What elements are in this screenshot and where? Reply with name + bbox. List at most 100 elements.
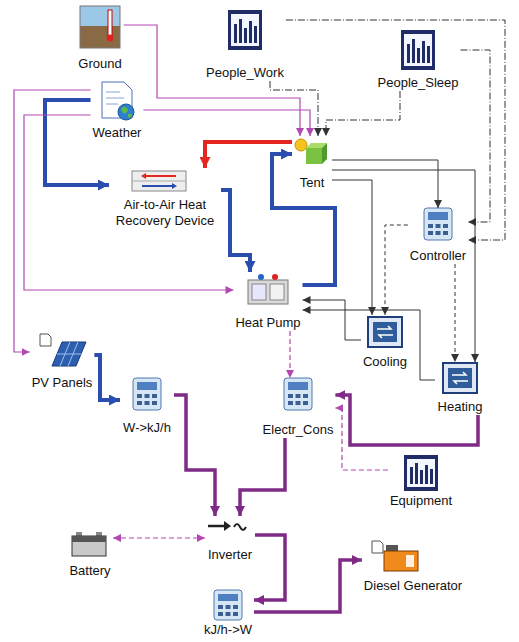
calculator-body xyxy=(424,208,452,240)
tent-icon xyxy=(295,139,327,164)
flow-connector xyxy=(326,91,400,136)
connection-ball xyxy=(295,139,307,151)
flow-connector xyxy=(286,20,505,240)
cooling-icon xyxy=(368,317,402,347)
battery-band xyxy=(72,536,106,542)
component-node: Air-to-Air Heat Recovery Device xyxy=(109,168,221,229)
calculator-keys xyxy=(218,605,238,616)
component-label: Inverter xyxy=(207,547,253,563)
heat-pump-icon xyxy=(248,274,288,304)
solar-panel xyxy=(52,342,86,366)
flow-connector xyxy=(270,81,318,136)
component-node: W->kJ/h xyxy=(120,378,174,436)
cold-port xyxy=(258,274,264,280)
component-node: Heat Pump xyxy=(233,272,302,331)
file-badge xyxy=(40,334,51,346)
calculator-icon xyxy=(284,378,312,410)
component-label: Cooling xyxy=(363,354,407,370)
exhaust-arrow-line xyxy=(146,175,176,177)
calculator-keys xyxy=(428,224,448,235)
flow-connector xyxy=(24,115,233,290)
battery-terminal xyxy=(96,532,102,536)
component-node: Controller xyxy=(408,208,468,264)
ground-icon xyxy=(80,6,120,48)
flow-connector xyxy=(289,331,290,378)
flow-connector xyxy=(332,170,475,362)
component-node: PV Panels xyxy=(30,340,95,391)
file-lines xyxy=(106,92,124,104)
pv-panel-icon xyxy=(40,334,86,366)
diesel-generator-icon xyxy=(372,541,418,571)
schedule-icon xyxy=(401,30,435,70)
supply-arrow-line xyxy=(142,185,172,187)
flow-connector xyxy=(14,90,91,352)
component-node: Battery xyxy=(67,530,113,579)
calculator-icon xyxy=(214,590,242,620)
flow-connector xyxy=(113,537,205,538)
conversion-arrow xyxy=(224,521,231,531)
unit-frame xyxy=(368,317,402,347)
schedule-bars xyxy=(410,463,433,484)
supply-arrow-head xyxy=(172,183,177,189)
flow-connector xyxy=(335,408,388,470)
icon-panel xyxy=(407,459,435,487)
flow-connector xyxy=(254,560,362,612)
component-label: Ground xyxy=(78,56,121,72)
exchange-arrows xyxy=(452,372,468,384)
flow-connector xyxy=(240,438,285,516)
flow-connector xyxy=(174,395,215,516)
flow-connector xyxy=(94,355,120,400)
battery-terminal xyxy=(76,532,82,536)
calculator-icon xyxy=(133,378,161,410)
component-node: Electr_Cons xyxy=(261,378,336,438)
battery-icon xyxy=(72,532,106,556)
schedule-icon xyxy=(228,10,262,50)
component-node: Diesel Generator xyxy=(362,544,464,594)
component-label: Battery xyxy=(69,563,111,579)
component-label: Controller xyxy=(410,248,466,264)
schedule-icon xyxy=(404,455,438,491)
exchanger-body xyxy=(132,171,186,191)
flow-connector xyxy=(205,142,292,168)
heating-icon xyxy=(443,363,477,393)
component-label: W->kJ/h xyxy=(122,420,172,436)
flow-connector xyxy=(272,154,335,285)
calculator-body xyxy=(284,378,312,410)
globe-land xyxy=(121,107,132,118)
calculator-screen xyxy=(137,382,157,390)
file-badge xyxy=(372,541,383,553)
component-label: Equipment xyxy=(390,493,452,509)
icon-frame xyxy=(404,455,438,491)
calculator-screen xyxy=(428,212,448,220)
heat-pump-panel xyxy=(270,284,284,300)
panel-grid xyxy=(57,342,81,366)
generator-panel xyxy=(406,555,414,567)
component-node: kJ/h->W xyxy=(202,590,254,638)
flow-connector xyxy=(332,160,438,208)
flow-connector xyxy=(143,110,310,136)
heat-pump-body xyxy=(248,280,288,304)
icon-frame xyxy=(228,10,262,50)
component-label: PV Panels xyxy=(32,375,93,391)
component-node: Cooling xyxy=(361,315,409,370)
component-label: People_Sleep xyxy=(378,75,459,91)
calculator-screen xyxy=(288,382,308,390)
globe xyxy=(118,104,134,120)
thermometer-tube xyxy=(108,10,112,36)
component-node: People_Work xyxy=(204,8,286,81)
dc-line xyxy=(208,525,226,528)
icon-frame xyxy=(401,30,435,70)
battery-body xyxy=(72,536,106,556)
flow-connector xyxy=(385,225,408,315)
component-label: Weather xyxy=(93,125,142,141)
schedule-bars xyxy=(407,39,430,63)
component-label: Heat Pump xyxy=(235,315,300,331)
soil-area xyxy=(80,26,120,48)
flow-connector xyxy=(332,180,372,315)
component-label: Air-to-Air Heat Recovery Device xyxy=(111,197,219,229)
component-label: Tent xyxy=(294,175,330,191)
calculator-keys xyxy=(288,394,308,405)
component-node: Heating xyxy=(435,362,485,415)
exhaust-arrow-head xyxy=(141,173,146,179)
